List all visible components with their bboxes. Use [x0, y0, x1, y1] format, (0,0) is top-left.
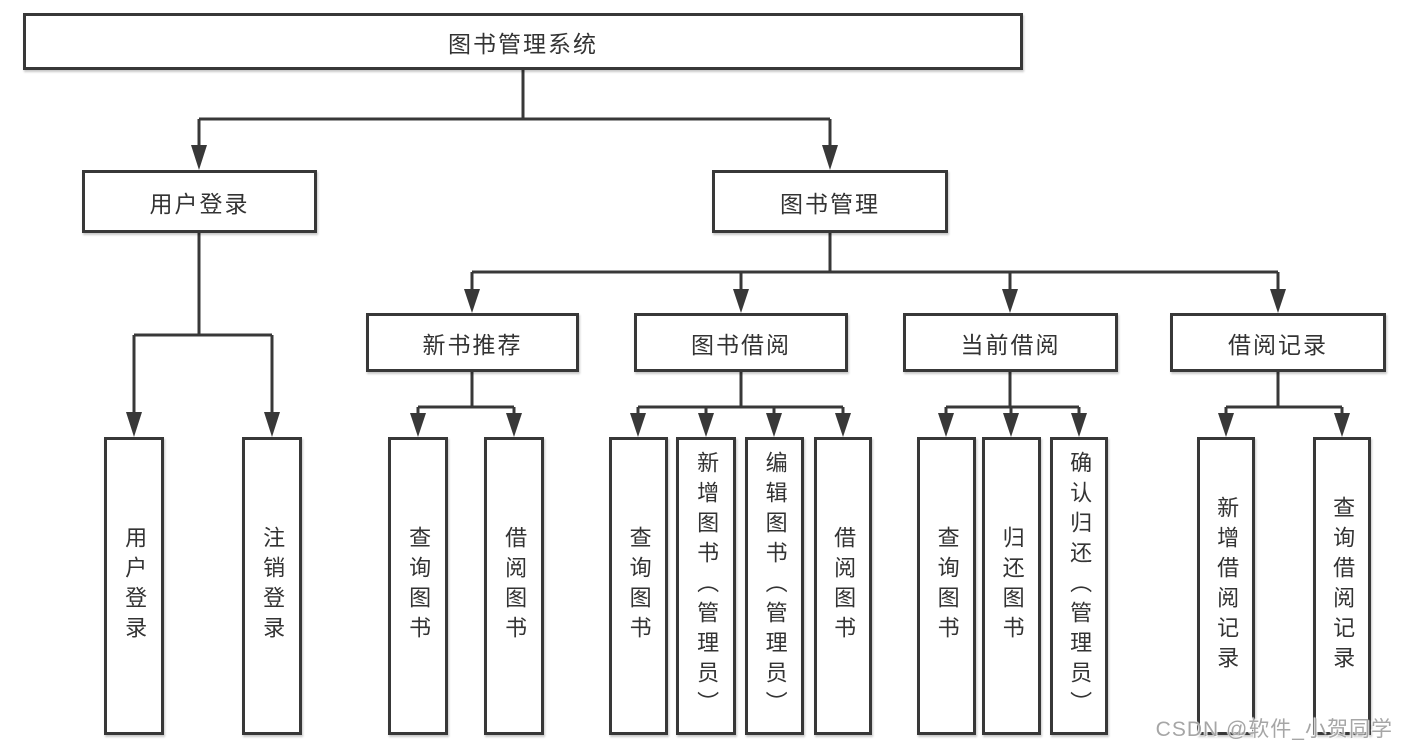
- csdn-watermark: CSDN @软件_小贺同学: [1155, 718, 1393, 741]
- node-label: 查询图书: [406, 526, 432, 646]
- node-label: 编辑图书（管理员）: [762, 451, 788, 721]
- node-label: 图书借阅: [691, 331, 791, 358]
- node-current-borrowing: 当前借阅: [903, 313, 1118, 372]
- leaf-current-query-book: 查询图书: [917, 437, 976, 735]
- node-label: 新书推荐: [422, 331, 523, 358]
- node-new-book-recommend: 新书推荐: [366, 313, 579, 372]
- node-label: 确认归还（管理员）: [1067, 451, 1093, 721]
- node-borrowing-records: 借阅记录: [1170, 313, 1386, 372]
- leaf-return-book: 归还图书: [982, 437, 1041, 735]
- leaf-confirm-return-admin: 确认归还（管理员）: [1050, 437, 1108, 735]
- node-label: 查询图书: [934, 526, 960, 646]
- leaf-logout: 注销登录: [242, 437, 302, 735]
- node-label: 新增图书（管理员）: [694, 451, 720, 721]
- leaf-recommend-borrow-book: 借阅图书: [484, 437, 544, 735]
- node-label: 借阅记录: [1228, 331, 1328, 358]
- node-label: 借阅图书: [831, 526, 857, 646]
- node-user-login: 用户登录: [82, 170, 317, 233]
- node-book-borrowing: 图书借阅: [634, 313, 848, 372]
- leaf-borrowing-query-book: 查询图书: [609, 437, 668, 735]
- node-label: 新增借阅记录: [1214, 496, 1240, 676]
- arrowheads: [126, 145, 1350, 437]
- node-label: 注销登录: [260, 526, 286, 646]
- node-label: 查询图书: [626, 526, 652, 646]
- node-label: 图书管理系统: [448, 30, 598, 57]
- node-label: 查询借阅记录: [1330, 496, 1356, 676]
- leaf-recommend-query-book: 查询图书: [388, 437, 448, 735]
- node-label: 归还图书: [999, 526, 1025, 646]
- node-book-management: 图书管理: [712, 170, 948, 233]
- node-root: 图书管理系统: [23, 13, 1023, 70]
- node-label: 图书管理: [780, 190, 880, 217]
- node-label: 当前借阅: [960, 331, 1061, 358]
- leaf-add-borrow-record: 新增借阅记录: [1197, 437, 1255, 735]
- node-label: 用户登录: [149, 190, 250, 217]
- leaf-edit-book-admin: 编辑图书（管理员）: [745, 437, 804, 735]
- leaf-query-borrow-record: 查询借阅记录: [1313, 437, 1371, 735]
- node-label: 用户登录: [122, 526, 148, 646]
- leaf-borrowing-borrow-book: 借阅图书: [814, 437, 872, 735]
- connector-paths: [132, 70, 1344, 416]
- node-label: 借阅图书: [502, 526, 528, 646]
- leaf-user-login: 用户登录: [104, 437, 164, 735]
- leaf-add-book-admin: 新增图书（管理员）: [676, 437, 736, 735]
